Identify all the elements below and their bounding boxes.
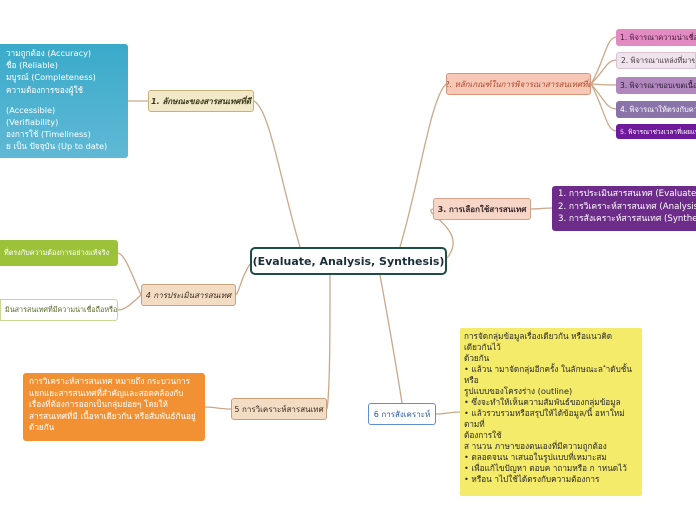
criteria-item-4[interactable]: 4. พิจารณาให้ตรงกับความ: [616, 101, 696, 118]
quality-item: (Accessible): [6, 104, 56, 115]
selection-item: 1. การประเมินสารสนเทศ (Evaluate): [558, 189, 696, 199]
link-b6-synthesis: [435, 411, 461, 415]
quality-item: วามถูกต้อง (Accuracy): [6, 48, 92, 58]
link-b2-c1: [590, 36, 617, 85]
synthesis-line: ด้วยกัน: [464, 353, 490, 363]
synthesis-line: • หรือน าไปใช้ได้ตรงกับความต้องการ: [464, 474, 600, 484]
synthesis-line: • ตลอดจนน าเสนอในรูปแบบที่เหมาะสม: [464, 452, 607, 462]
synthesis-line: • แล้วน ามาจัดกลุ่มอีกครั้ง ในลักษณะล ำด…: [464, 364, 632, 385]
evaluation-item-1[interactable]: ที่ตรงกับความต้องการอย่างแท้จริง: [0, 240, 118, 266]
selection-box[interactable]: 1. การประเมินสารสนเทศ (Evaluate) 2. การว…: [552, 186, 696, 231]
criteria-item-3[interactable]: 3. พิจารณาขอบเขตเนื้อหา: [616, 77, 696, 94]
qualities-box[interactable]: วามถูกต้อง (Accuracy) ชื่อ (Reliable) มบ…: [0, 44, 128, 158]
spacer: [6, 96, 122, 104]
branch-qualities[interactable]: 1. ลักษณะของสารสนเทศที่ดี: [148, 90, 254, 112]
link-center-b5: [326, 274, 331, 410]
criteria-item-5[interactable]: 5. พิจารณาช่วงเวลาที่เผยแพร่: [616, 124, 696, 139]
synthesis-line: รูปแบบของโครงร่าง (outline): [464, 386, 573, 396]
analysis-box[interactable]: การวิเคราะห์สารสนเทศ หมายถึง กระบวนการ แ…: [23, 373, 205, 441]
quality-item: มบูรณ์ (Completeness): [6, 72, 96, 83]
center-topic[interactable]: (Evaluate, Analysis, Synthesis): [250, 247, 447, 275]
quality-item: องการใช้ (Timeliness): [6, 129, 91, 140]
synthesis-box[interactable]: การจัดกลุ่มข้อมูลเรื่องเดียวกัน หรือแนวค…: [460, 328, 642, 496]
link-b3-selection: [530, 207, 553, 210]
synthesis-line: • ซึ่งจะทำให้เห็นความสัมพันธ์ของกลุ่มข้อ…: [464, 397, 621, 407]
synthesis-line: • แล้วรวบรวมหรือสรุปให้ได้ข้อมูล/นี้ อหา…: [464, 408, 625, 429]
link-center-b6: [379, 274, 403, 404]
branch-analysis[interactable]: 5 การวิเคราะห์สารสนเทศ: [231, 398, 327, 420]
link-b2-c4: [590, 83, 617, 110]
synthesis-line: ต้องการใช้: [464, 430, 502, 440]
selection-item: 3. การสังเคราะห์สารสนเทศ (Synthesis): [558, 214, 696, 224]
branch-synthesis[interactable]: 6 การสังเคราะห์: [368, 403, 436, 425]
link-b4-g1: [117, 252, 142, 296]
branch-evaluation[interactable]: 4 การประเมินสารสนเทศ: [141, 284, 236, 306]
link-center-b4: [235, 263, 251, 296]
synthesis-line: ส านวน ภาษาของตนเองที่มีความถูกต้อง: [464, 441, 607, 451]
quality-item: (Verifiability): [6, 117, 59, 128]
criteria-item-2[interactable]: 2. พิจารณาแหล่งที่มาของ: [616, 52, 696, 69]
link-center-b2: [399, 83, 447, 248]
link-b2-c5: [590, 83, 617, 132]
branch-criteria[interactable]: 2. หลักเกณฑ์ในการพิจารณาสารสนเทศที่ดี: [446, 73, 591, 95]
evaluation-item-2[interactable]: มินสารสนเทศที่มีความน่าเชื่อถือหรือไม่: [0, 299, 118, 321]
link-center-b1: [253, 100, 301, 248]
synthesis-line: • เพื่อแก้ไขปัญหา ตอบค าถามหรือ ก าหนดไว…: [464, 463, 627, 473]
link-b5-analysis: [204, 406, 232, 410]
synthesis-line: การจัดกลุ่มข้อมูลเรื่องเดียวกัน หรือแนวค…: [464, 331, 613, 352]
link-center-b3: [430, 208, 454, 259]
quality-item: ย เป็น ปัจจุบัน (Up to date): [6, 141, 108, 152]
link-b4-g2: [117, 294, 142, 311]
link-b2-c3: [590, 83, 617, 86]
criteria-item-1[interactable]: 1. พิจารณาความน่าเชื่อถือ: [616, 29, 696, 46]
quality-item: ชื่อ (Reliable): [6, 60, 58, 71]
branch-selection[interactable]: 3. การเลือกใช้สารสนเทศ: [433, 198, 531, 220]
link-b2-c2: [590, 59, 617, 85]
quality-item: ความต้องการของผู้ใช้: [6, 84, 84, 95]
selection-item: 2. การวิเคราะห์สารสนเทศ (Analysis): [558, 201, 696, 212]
